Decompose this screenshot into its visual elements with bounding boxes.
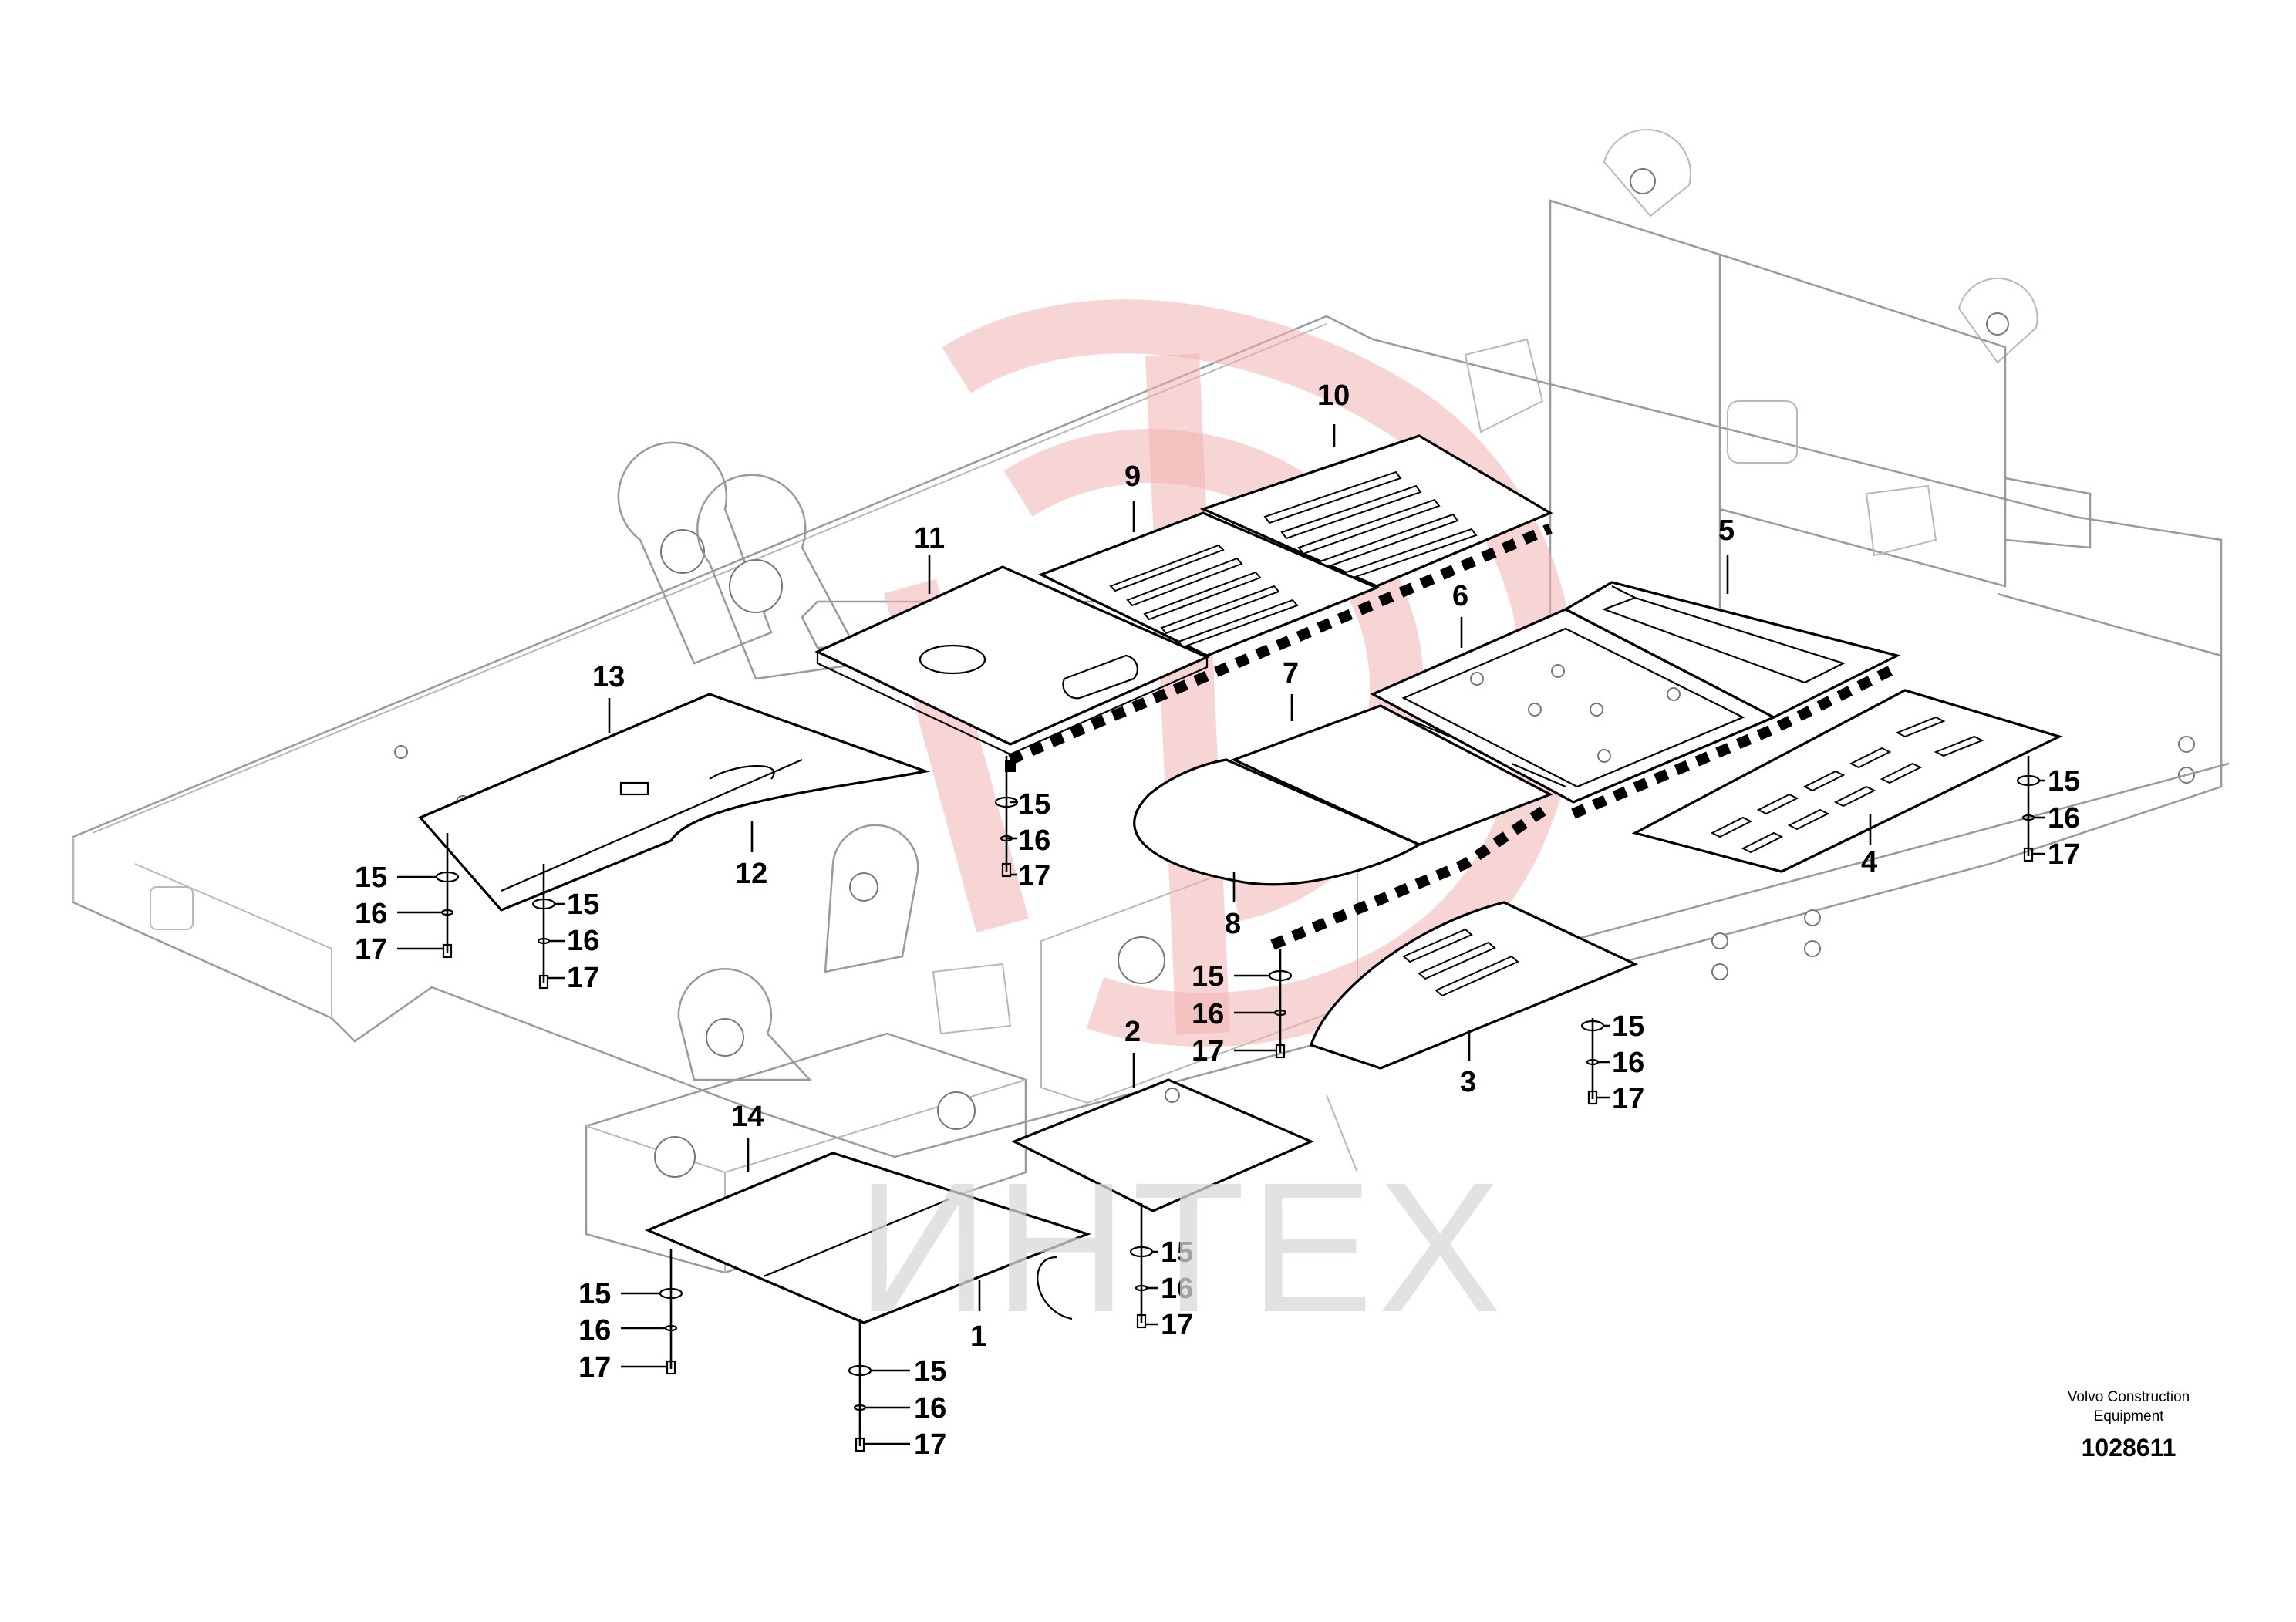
- label-15: 15: [578, 1278, 611, 1310]
- label-17: 17: [578, 1351, 611, 1384]
- label-15: 15: [1161, 1236, 1193, 1269]
- label-15: 15: [2048, 765, 2080, 798]
- callout-11: 11: [914, 522, 945, 555]
- seal-strip: [1008, 523, 1553, 765]
- label-17: 17: [1192, 1035, 1224, 1067]
- callout-12: 12: [735, 858, 767, 890]
- label-16: 16: [1612, 1047, 1644, 1079]
- label-16: 16: [1161, 1273, 1193, 1305]
- callout-1: 1: [970, 1320, 986, 1353]
- callout-2: 2: [1124, 1016, 1141, 1048]
- label-17: 17: [2048, 838, 2080, 871]
- title-block: Volvo Construction Equipment 1028611: [2068, 1389, 2190, 1462]
- label-17: 17: [914, 1428, 946, 1461]
- leader-lines: [446, 424, 2030, 1446]
- callout-14: 14: [731, 1101, 764, 1133]
- watermark-text: ИНТЕХ: [856, 1144, 1506, 1351]
- cover-plate-5: [1563, 581, 1901, 719]
- callout-5: 5: [1718, 514, 1735, 547]
- seal-strip: [1270, 801, 1553, 950]
- label-17: 17: [1612, 1083, 1644, 1115]
- cover-plate-12-13: [418, 693, 930, 912]
- cover-plate-3: [1310, 901, 1638, 1070]
- fastener-labels: 15 16 17 15 16 17 15 16 17 15 16 17 15 1…: [355, 765, 2080, 1461]
- label-15: 15: [914, 1355, 946, 1388]
- label-16: 16: [355, 898, 387, 930]
- cover-plate-4: [1631, 689, 2063, 873]
- label-17: 17: [567, 962, 599, 994]
- label-15: 15: [1192, 960, 1224, 993]
- callout-13: 13: [592, 661, 625, 693]
- company-name-line2: Equipment: [2094, 1408, 2165, 1425]
- company-name-line1: Volvo Construction: [2068, 1389, 2190, 1405]
- label-16: 16: [578, 1314, 611, 1347]
- cover-plate-9: [1037, 511, 1381, 657]
- label-15: 15: [1018, 788, 1050, 821]
- cover-plate-6: [1370, 608, 1777, 804]
- callout-7: 7: [1283, 657, 1299, 690]
- callout-10: 10: [1317, 379, 1350, 412]
- seal-strip: [1571, 662, 1900, 819]
- label-15: 15: [567, 889, 599, 921]
- callout-6: 6: [1452, 580, 1468, 612]
- label-15: 15: [355, 862, 387, 894]
- callout-8: 8: [1225, 908, 1241, 940]
- label-17: 17: [1161, 1309, 1193, 1341]
- callout-3: 3: [1460, 1066, 1476, 1098]
- label-16: 16: [1018, 824, 1050, 857]
- cover-plate-10: [1199, 434, 1553, 588]
- cover-plate-1-14: [644, 1152, 1091, 1324]
- label-16: 16: [567, 925, 599, 957]
- cover-plate-11: [814, 565, 1210, 756]
- callout-9: 9: [1124, 460, 1141, 493]
- label-17: 17: [1018, 860, 1050, 892]
- label-16: 16: [2048, 802, 2080, 835]
- callouts: 10 9 11 5 6 7 8 4 13 12 3 2 14 1: [592, 379, 1877, 1353]
- machine-frame: [72, 128, 2230, 1274]
- label-16: 16: [914, 1392, 946, 1425]
- label-17: 17: [355, 933, 387, 966]
- cover-plate-2: [1011, 1078, 1315, 1212]
- label-16: 16: [1192, 998, 1224, 1030]
- drawing-number: 1028611: [2082, 1434, 2176, 1462]
- cover-plate-7-8: [1133, 704, 1553, 886]
- label-15: 15: [1612, 1010, 1644, 1043]
- callout-4: 4: [1861, 846, 1877, 878]
